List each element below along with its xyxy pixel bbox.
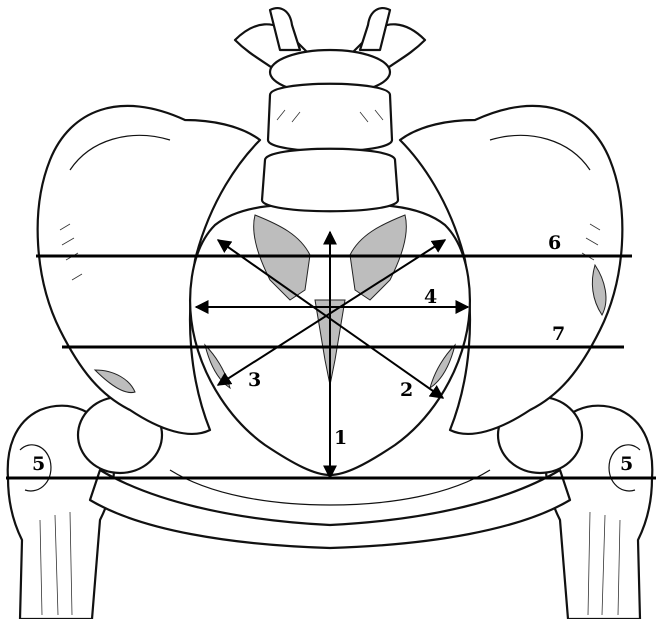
pubic-region: [90, 470, 570, 548]
label-1: 1: [334, 427, 347, 449]
label-5-right: 5: [620, 453, 633, 475]
label-5-left: 5: [32, 453, 45, 475]
label-4: 4: [424, 286, 437, 308]
label-3: 3: [248, 369, 261, 391]
label-7: 7: [552, 323, 565, 345]
label-6: 6: [548, 232, 561, 254]
label-2: 2: [400, 379, 413, 401]
lumbar-spine: [235, 8, 425, 211]
